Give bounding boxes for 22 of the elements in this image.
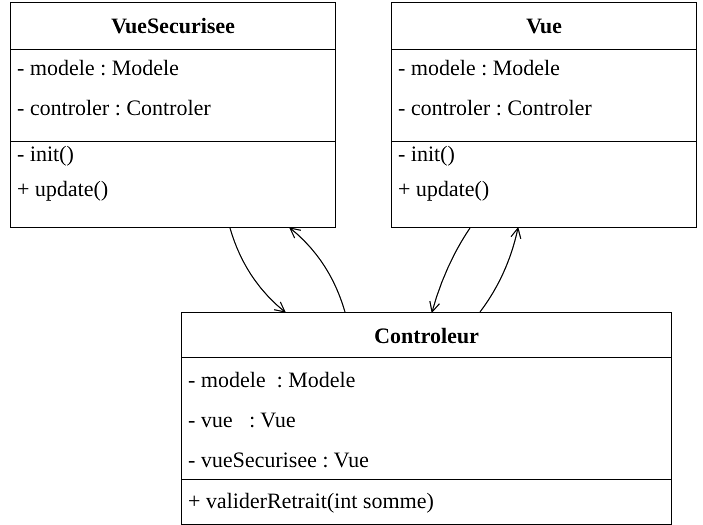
association-arrow bbox=[229, 228, 286, 313]
class-box bbox=[181, 312, 672, 525]
attribute-text: - vue : Vue bbox=[188, 407, 296, 433]
association-arrow bbox=[289, 227, 346, 312]
method-text: + update() bbox=[398, 176, 490, 202]
class-name: VueSecurisee bbox=[110, 13, 236, 39]
method-text: + update() bbox=[17, 176, 108, 202]
class-box bbox=[10, 2, 336, 228]
method-text: - init() bbox=[398, 141, 455, 167]
attribute-text: - controler : Controler bbox=[398, 95, 592, 121]
association-arrow bbox=[480, 227, 522, 312]
class-name: Controleur bbox=[373, 323, 480, 349]
attribute-text: - controler : Controler bbox=[17, 95, 211, 121]
attribute-text: - modele : Modele bbox=[398, 55, 560, 81]
method-text: - init() bbox=[17, 141, 74, 167]
attribute-text: - modele : Modele bbox=[17, 55, 179, 81]
association-arrow bbox=[429, 228, 470, 313]
method-text: - vueSecurisee : Vue bbox=[188, 447, 369, 473]
class-box bbox=[391, 2, 697, 228]
class-name: Vue bbox=[525, 13, 563, 39]
attribute-text: - modele : Modele bbox=[188, 367, 356, 393]
method-text: + validerRetrait(int somme) bbox=[188, 488, 434, 514]
